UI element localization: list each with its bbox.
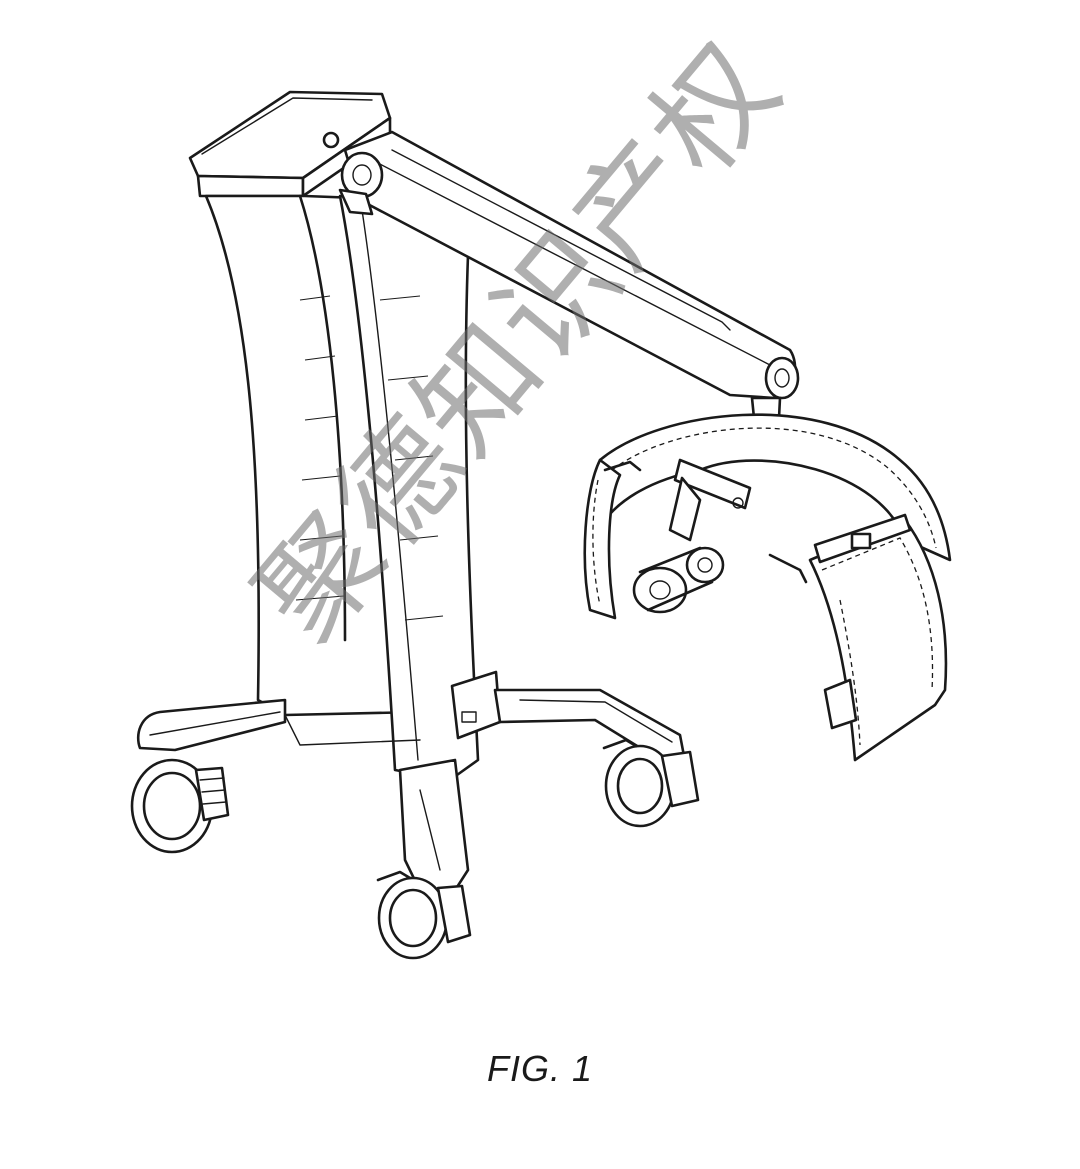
pedestal-column	[204, 194, 502, 782]
figure-caption: FIG. 1	[486, 1048, 594, 1089]
cart-base-legs	[136, 688, 686, 900]
curved-head-unit	[583, 413, 952, 762]
caster-wheel-left	[130, 758, 230, 854]
articulated-arm	[338, 130, 800, 458]
caster-wheel-front	[376, 870, 472, 960]
caster-wheel-right	[602, 738, 700, 828]
